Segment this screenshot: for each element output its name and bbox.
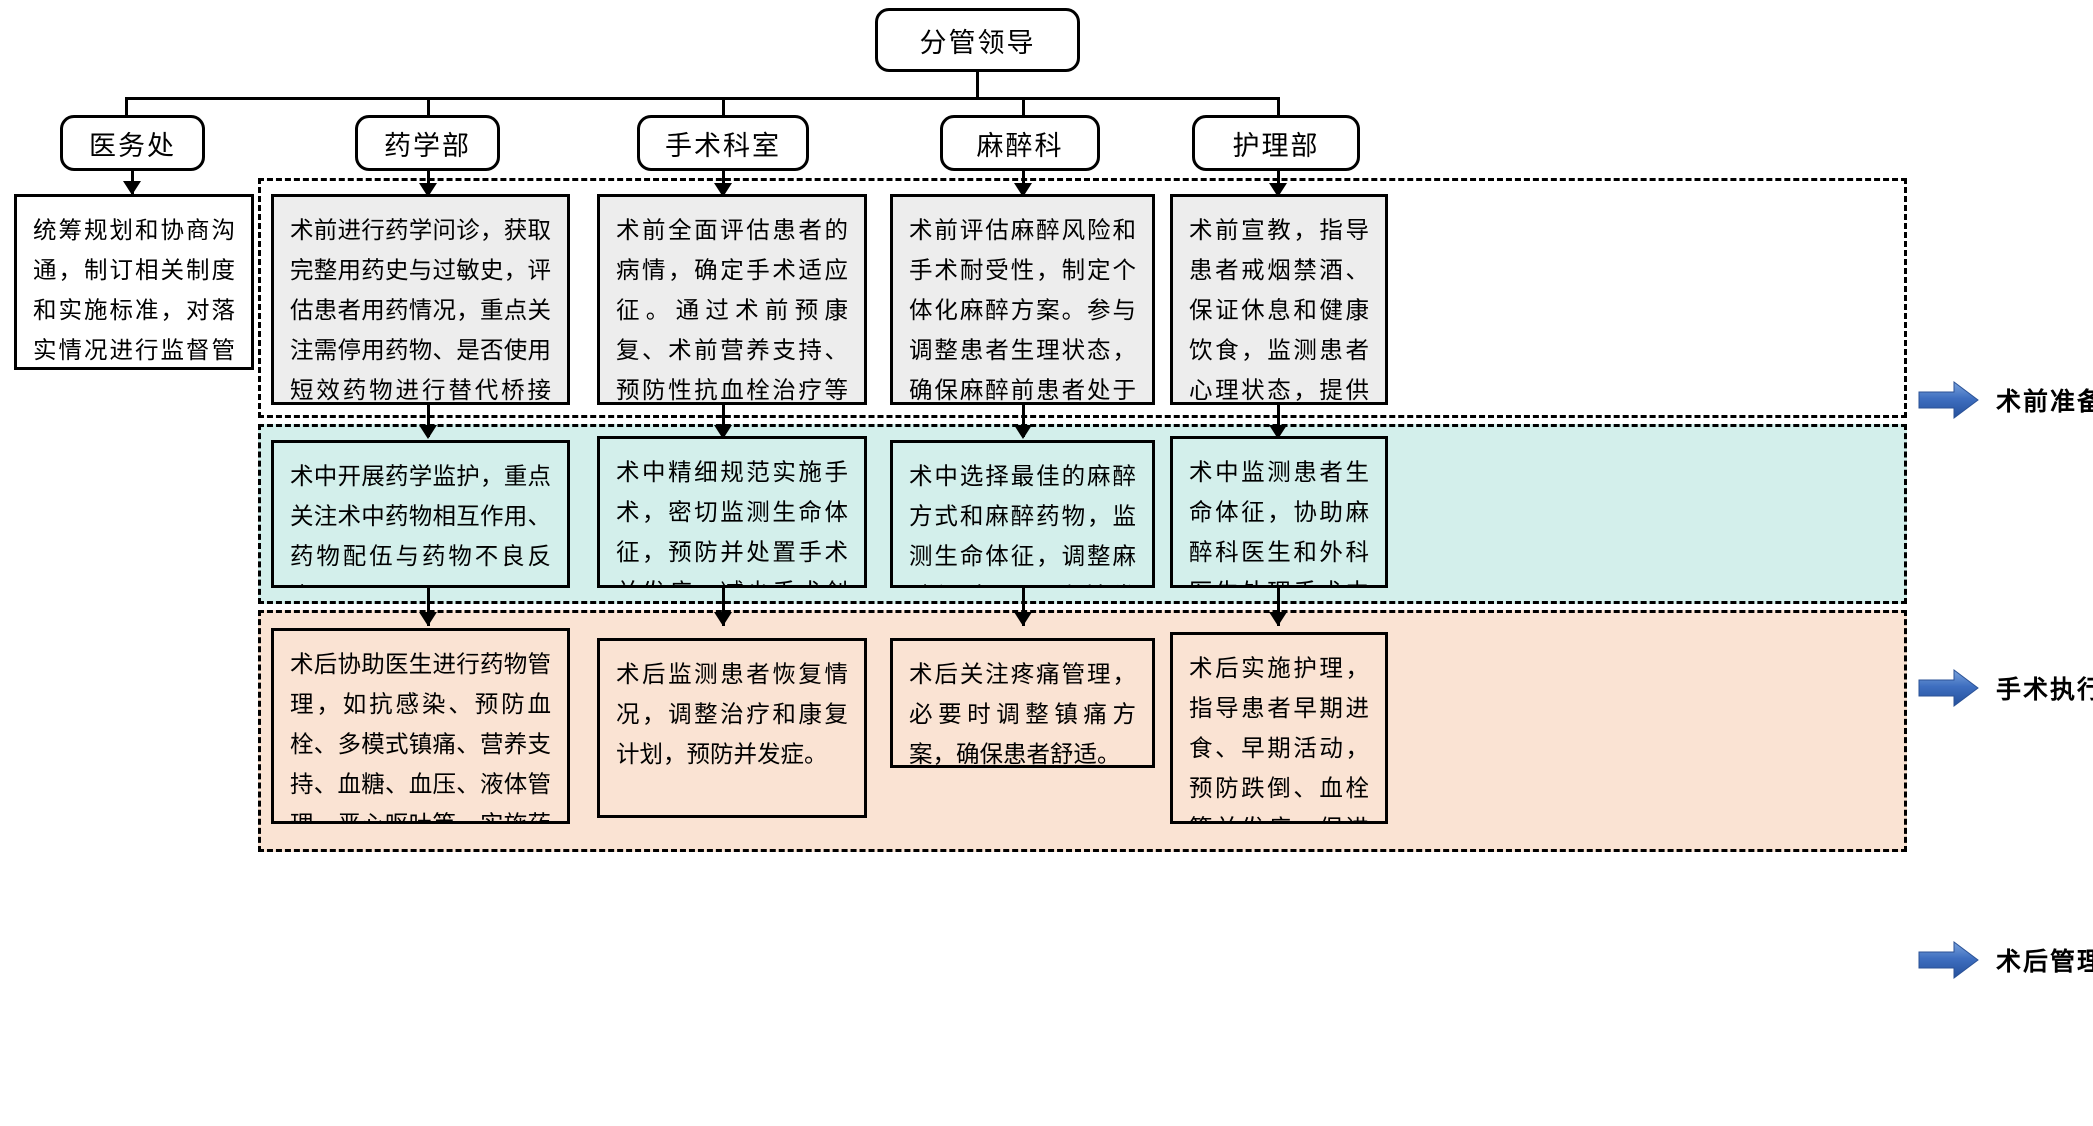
stage-label-postoperative: 术后管理 (1996, 949, 2093, 976)
cell-intra-surgery[interactable]: 术中精细规范实施手术，密切监测生命体征，预防并处置手术并发症，减少手术创伤应激。 (597, 436, 867, 588)
dept-node-nursing[interactable]: 护理部 (1192, 115, 1360, 171)
cell-text: 术前宣教，指导患者戒烟禁酒、保证休息和健康饮食，监测患者心理状态，提供必要的心理… (1189, 218, 1369, 404)
cell-post-anesthesia[interactable]: 术后关注疼痛管理，必要时调整镇痛方案，确保患者舒适。 (890, 638, 1155, 768)
blue-arrow-icon (1918, 941, 1979, 979)
dept-label-anesthesia: 麻醉科 (976, 130, 1064, 161)
arrow-head-pharm-to-pre (419, 183, 437, 197)
connector-drop-nursing (1277, 97, 1280, 115)
cell-pre-pharmacy[interactable]: 术前进行药学问诊，获取完整用药史与过敏史，评估患者用药情况，重点关注需停用药物、… (271, 194, 570, 405)
arrow-line-surg-intra-to-post (722, 588, 725, 626)
arrow-head-surg-intra-to-post (714, 612, 732, 626)
cell-pre-anesthesia[interactable]: 术前评估麻醉风险和手术耐受性，制定个体化麻醉方案。参与调整患者生理状态，确保麻醉… (890, 194, 1155, 405)
arrow-head-pharm-intra-to-post (419, 612, 437, 626)
top-node-supervising-leader[interactable]: 分管领导 (875, 8, 1080, 72)
cell-intra-pharmacy[interactable]: 术中开展药学监护，重点关注术中药物相互作用、药物配伍与药物不良反应。 (271, 440, 570, 588)
arrow-line-pharm-intra-to-post (427, 588, 430, 626)
cell-text: 术后实施护理，指导患者早期进食、早期活动，预防跌倒、血栓等并发症，促进患者快速康… (1189, 656, 1369, 821)
cell-post-pharmacy[interactable]: 术后协助医生进行药物管理，如抗感染、预防血栓、多模式镇痛、营养支持、血糖、血压、… (271, 628, 570, 824)
arrow-head-nurs-intra-to-post (1269, 612, 1287, 626)
cell-post-surgery[interactable]: 术后监测患者恢复情况，调整治疗和康复计划，预防并发症。 (597, 638, 867, 818)
connector-drop-surgery (722, 97, 725, 115)
cell-text: 术中选择最佳的麻醉方式和麻醉药物，监测生命体征，调整麻醉深度，预防并发症。 (909, 464, 1136, 585)
cell-text: 术中监测患者生命体征，协助麻醉科医生和外科医生处理手术中的紧急情况。 (1189, 460, 1369, 585)
stage-marker-preoperative[interactable]: 术前准备 (1918, 380, 2093, 420)
connector-horizontal-bus-right (976, 97, 1277, 100)
arrow-head-anes-pre-to-intra (1014, 425, 1032, 439)
dept-label-nursing: 护理部 (1232, 130, 1320, 161)
cell-pre-surgery[interactable]: 术前全面评估患者的病情，确定手术适应征。通过术前预康复、术前营养支持、预防性抗血… (597, 194, 867, 405)
connector-drop-pharmacy (427, 97, 430, 115)
blue-arrow-icon (1918, 381, 1979, 419)
connector-drop-medical-affairs (125, 97, 128, 115)
arrow-head-nurs-pre-to-intra (1269, 425, 1287, 439)
stage-label-intraoperative: 手术执行 (1996, 677, 2093, 704)
dept-node-pharmacy[interactable]: 药学部 (355, 115, 500, 171)
cell-text: 术前评估麻醉风险和手术耐受性，制定个体化麻醉方案。参与调整患者生理状态，确保麻醉… (909, 218, 1136, 404)
cell-intra-anesthesia[interactable]: 术中选择最佳的麻醉方式和麻醉药物，监测生命体征，调整麻醉深度，预防并发症。 (890, 440, 1155, 588)
cell-text: 术后协助医生进行药物管理，如抗感染、预防血栓、多模式镇痛、营养支持、血糖、血压、… (290, 652, 551, 821)
cell-text: 统筹规划和协商沟通，制订相关制度和实施标准，对落实情况进行监督管理，并持续改进。 (33, 218, 235, 364)
cell-medical-affairs-overall[interactable]: 统筹规划和协商沟通，制订相关制度和实施标准，对落实情况进行监督管理，并持续改进。 (14, 194, 254, 370)
arrow-head-surg-to-pre (714, 183, 732, 197)
dept-label-medical-affairs: 医务处 (89, 130, 176, 161)
stage-marker-postoperative[interactable]: 术后管理 (1918, 940, 2093, 980)
dept-node-anesthesia[interactable]: 麻醉科 (940, 115, 1100, 171)
top-node-label: 分管领导 (919, 27, 1036, 58)
dept-node-medical-affairs[interactable]: 医务处 (60, 115, 205, 171)
cell-text: 术中开展药学监护，重点关注术中药物相互作用、药物配伍与药物不良反应。 (290, 464, 551, 585)
arrow-line-surg-pre-to-intra (722, 405, 725, 437)
arrow-head-ma-to-box (123, 181, 141, 195)
cell-text: 术后关注疼痛管理，必要时调整镇痛方案，确保患者舒适。 (909, 662, 1136, 768)
arrow-head-anes-to-pre (1014, 183, 1032, 197)
arrow-head-anes-intra-to-post (1014, 612, 1032, 626)
arrow-line-nurs-pre-to-intra (1277, 405, 1280, 437)
arrow-head-surg-pre-to-intra (714, 425, 732, 439)
connector-horizontal-bus (125, 97, 1262, 100)
arrow-line-anes-intra-to-post (1022, 588, 1025, 626)
arrow-head-pharm-pre-to-intra (419, 425, 437, 439)
cell-intra-nursing[interactable]: 术中监测患者生命体征，协助麻醉科医生和外科医生处理手术中的紧急情况。 (1170, 436, 1388, 588)
cell-text: 术后监测患者恢复情况，调整治疗和康复计划，预防并发症。 (616, 662, 848, 768)
arrow-line-pharm-pre-to-intra (427, 405, 430, 437)
cell-text: 术前全面评估患者的病情，确定手术适应征。通过术前预康复、术前营养支持、预防性抗血… (616, 218, 848, 404)
cell-text: 术前进行药学问诊，获取完整用药史与过敏史，评估患者用药情况，重点关注需停用药物、… (290, 218, 551, 404)
connector-top-stub (976, 72, 979, 99)
blue-arrow-icon (1918, 669, 1979, 707)
stage-marker-intraoperative[interactable]: 手术执行 (1918, 668, 2093, 708)
dept-node-surgery[interactable]: 手术科室 (637, 115, 809, 171)
dept-label-pharmacy: 药学部 (384, 130, 471, 161)
arrow-line-anes-pre-to-intra (1022, 405, 1025, 437)
stage-label-preoperative: 术前准备 (1996, 389, 2093, 416)
dept-label-surgery: 手术科室 (665, 130, 781, 161)
connector-drop-anesthesia (1022, 97, 1025, 115)
cell-post-nursing[interactable]: 术后实施护理，指导患者早期进食、早期活动，预防跌倒、血栓等并发症，促进患者快速康… (1170, 632, 1388, 824)
cell-text: 术中精细规范实施手术，密切监测生命体征，预防并处置手术并发症，减少手术创伤应激。 (616, 460, 848, 585)
arrow-line-nurs-intra-to-post (1277, 588, 1280, 626)
arrow-head-nurs-to-pre (1269, 183, 1287, 197)
cell-pre-nursing[interactable]: 术前宣教，指导患者戒烟禁酒、保证休息和健康饮食，监测患者心理状态，提供必要的心理… (1170, 194, 1388, 405)
